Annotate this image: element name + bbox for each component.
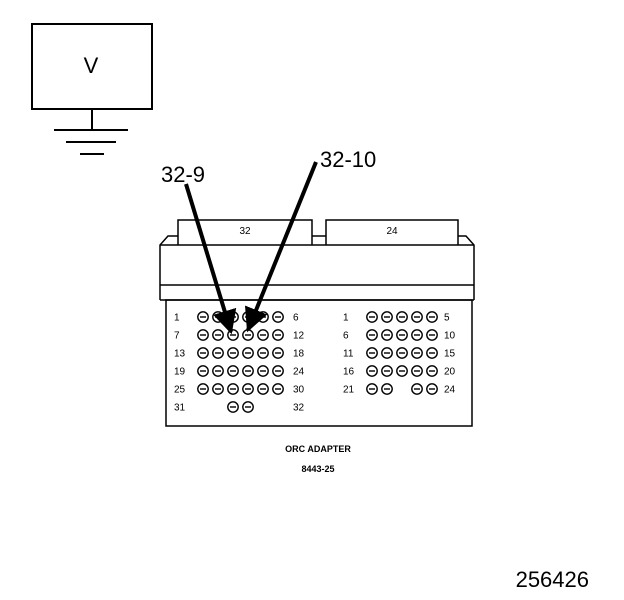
pin-socket [257,347,269,359]
pin-socket [227,401,239,413]
pin-socket [227,347,239,359]
adapter-part-number: 8443-25 [301,464,334,474]
left-connector-header: 32 [239,226,251,237]
pin-socket [396,365,408,377]
pin-socket [272,383,284,395]
pin-socket [197,365,209,377]
pin-socket [411,347,423,359]
pin-socket [197,383,209,395]
pin-socket [381,365,393,377]
pin-range-start: 16 [343,367,355,378]
pin-socket [396,329,408,341]
pin-range-end: 6 [293,313,299,324]
pin-socket [396,347,408,359]
pin-range-end: 5 [444,313,450,324]
pin-socket [411,365,423,377]
pin-socket [426,365,438,377]
pin-socket [242,383,254,395]
pin-socket [227,383,239,395]
pin-socket [396,311,408,323]
pin-range-end: 24 [444,385,456,396]
pin-range-start: 1 [343,313,349,324]
pin-socket [257,383,269,395]
arrow-32-9 [184,183,237,335]
pin-socket [411,329,423,341]
pin-range-end: 30 [293,385,305,396]
pin-socket [366,365,378,377]
pin-socket [212,365,224,377]
pin-socket [242,347,254,359]
pin-range-start: 1 [174,313,180,324]
pin-socket [426,311,438,323]
callout-label-32-10: 32-10 [320,147,376,172]
arrow-32-10 [244,161,318,333]
pin-socket [272,311,284,323]
pin-socket [366,311,378,323]
pin-socket [242,365,254,377]
pin-range-end: 10 [444,331,456,342]
pin-range-start: 31 [174,403,186,414]
pin-socket [366,347,378,359]
pin-socket [197,347,209,359]
pin-range-start: 21 [343,385,355,396]
pin-socket [242,401,254,413]
pin-socket [381,347,393,359]
pin-socket [212,347,224,359]
pin-range-end: 18 [293,349,305,360]
pin-socket [212,383,224,395]
pin-range-start: 7 [174,331,180,342]
pin-socket [426,347,438,359]
pin-socket [366,383,378,395]
pin-socket [426,329,438,341]
figure-number: 256426 [516,567,589,592]
pin-socket [197,311,209,323]
pin-socket [381,383,393,395]
voltmeter-label: V [84,53,99,78]
pin-socket [411,311,423,323]
pin-socket [272,347,284,359]
right-connector-header: 24 [386,226,398,237]
pin-range-start: 25 [174,385,186,396]
adapter-housing [159,219,475,427]
pin-socket [381,311,393,323]
pin-range-end: 24 [293,367,305,378]
pin-range-start: 13 [174,349,186,360]
pin-socket [366,329,378,341]
pin-range-end: 12 [293,331,305,342]
pin-range-end: 32 [293,403,305,414]
pin-range-start: 6 [343,331,349,342]
pin-socket [227,365,239,377]
pin-range-start: 11 [343,349,354,360]
ground-symbol [54,109,128,155]
pin-socket [381,329,393,341]
pin-socket [426,383,438,395]
adapter-name: ORC ADAPTER [285,444,351,454]
pin-socket [197,329,209,341]
callout-label-32-9: 32-9 [161,162,205,187]
pin-socket [411,383,423,395]
pin-range-end: 15 [444,349,456,360]
pin-socket [257,365,269,377]
pin-range-end: 20 [444,367,456,378]
pin-range-start: 19 [174,367,186,378]
pin-socket [272,365,284,377]
pin-socket [272,329,284,341]
voltmeter: V [31,23,153,110]
